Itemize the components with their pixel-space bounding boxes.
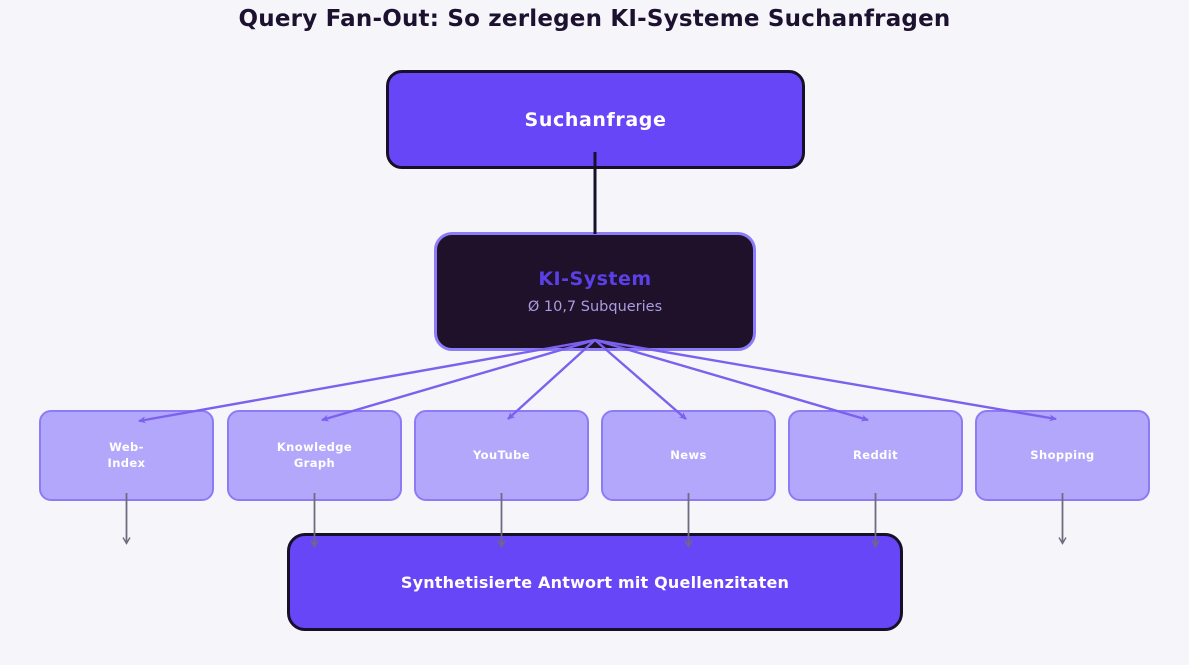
node-suchanfrage: Suchanfrage — [386, 70, 805, 169]
node-youtube: YouTube — [414, 410, 589, 501]
node-ki-system-label: KI-System — [538, 268, 652, 290]
node-shopping: Shopping — [975, 410, 1150, 501]
node-news-label: News — [670, 447, 707, 462]
node-knowledge-graph-label: Knowledge Graph — [276, 439, 353, 470]
node-reddit: Reddit — [788, 410, 963, 501]
node-ki-system-sublabel: Ø 10,7 Subqueries — [527, 299, 663, 315]
edge-kisystem-knowledgegraph — [321, 338, 596, 422]
node-web-index: Web- Index — [39, 410, 214, 501]
edge-kisystem-shopping — [594, 338, 1057, 422]
node-answer-label: Synthetisierte Antwort mit Quellenzitate… — [400, 572, 790, 592]
node-ki-system: KI-System Ø 10,7 Subqueries — [434, 232, 756, 351]
node-web-index-label: Web- Index — [107, 439, 146, 470]
edge-kisystem-news — [594, 339, 687, 420]
node-reddit-label: Reddit — [853, 447, 898, 462]
node-answer: Synthetisierte Antwort mit Quellenzitate… — [287, 533, 903, 631]
edge-kisystem-reddit — [594, 338, 869, 422]
edge-kisystem-youtube — [507, 339, 596, 420]
node-shopping-label: Shopping — [1030, 447, 1095, 462]
node-suchanfrage-label: Suchanfrage — [524, 108, 667, 131]
node-news: News — [601, 410, 776, 501]
diagram-title: Query Fan-Out: So zerlegen KI-Systeme Su… — [238, 6, 951, 32]
node-knowledge-graph: Knowledge Graph — [227, 410, 402, 501]
edge-kisystem-webindex — [138, 338, 596, 424]
node-youtube-label: YouTube — [473, 447, 530, 462]
